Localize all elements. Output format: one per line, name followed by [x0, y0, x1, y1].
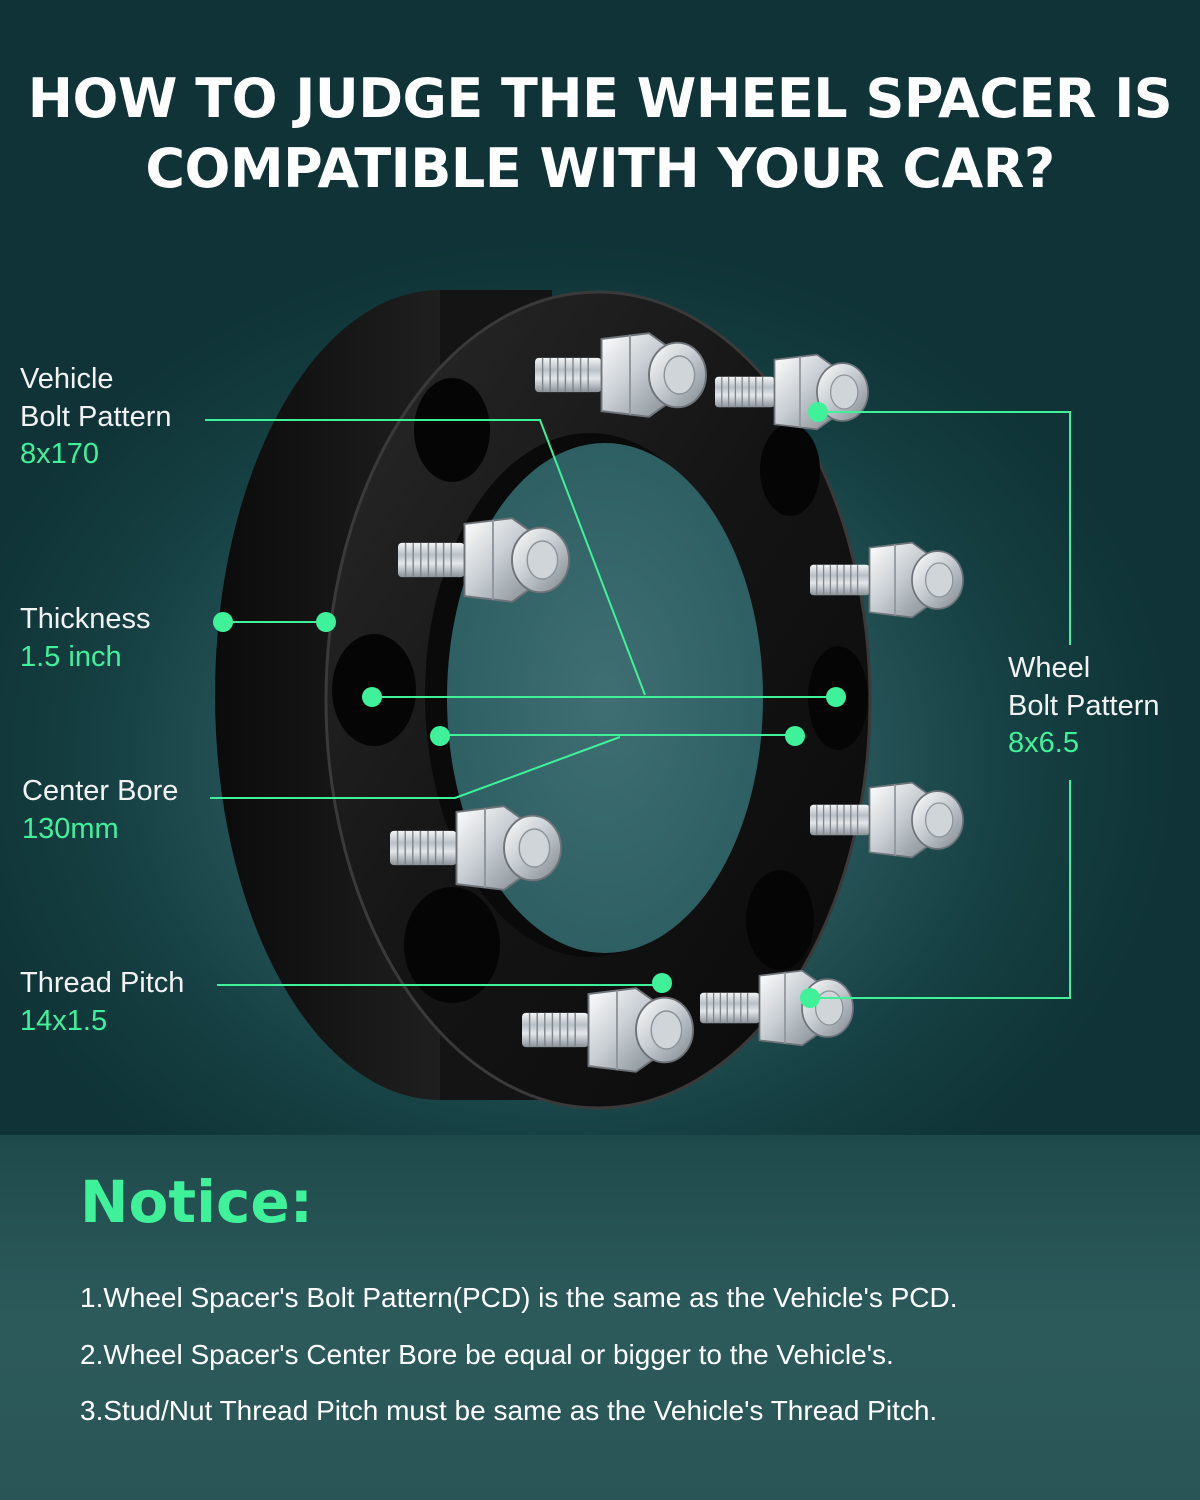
spec-label: Bolt Pattern: [20, 400, 172, 433]
notice-title: Notice:: [80, 1168, 313, 1236]
spec-label: Vehicle: [20, 363, 114, 395]
spec-label: Center Bore: [22, 775, 179, 807]
spec-value: 1.5 inch: [20, 640, 122, 673]
spec-value: 8x170: [20, 438, 100, 471]
spec-value: 130mm: [22, 812, 119, 845]
headline-line-2: COMPATIBLE WITH YOUR CAR?: [145, 137, 1055, 200]
notice-item: 1.Wheel Spacer's Bolt Pattern(PCD) is th…: [80, 1282, 958, 1313]
spec-label: Thread Pitch: [20, 967, 185, 999]
notice-panel: [0, 1135, 1200, 1500]
spec-thickness: Thickness 1.5 inch: [20, 601, 151, 676]
spec-value: 8x6.5: [1008, 727, 1079, 760]
callout-lines: [205, 411, 1071, 999]
spec-label: Bolt Pattern: [1008, 689, 1160, 722]
spec-label: Wheel: [1008, 652, 1091, 684]
spec-value: 14x1.5: [20, 1004, 108, 1037]
bolt-holes: [332, 378, 868, 1003]
spec-label: Thickness: [20, 603, 151, 635]
headline-line-1: HOW TO JUDGE THE WHEEL SPACER IS: [27, 67, 1173, 130]
notice-item: 3.Stud/Nut Thread Pitch must be same as …: [80, 1395, 938, 1426]
spec-thread-pitch: Thread Pitch 14x1.5: [20, 965, 184, 1040]
spec-center-bore: Center Bore 130mm: [22, 773, 178, 848]
notice-item: 2.Wheel Spacer's Center Bore be equal or…: [80, 1339, 894, 1370]
wheel-spacer-illustration: [205, 290, 1071, 1110]
spec-wheel-bolt-pattern: Wheel Bolt Pattern 8x6.5: [1008, 650, 1160, 763]
callout-dots: [213, 402, 846, 1008]
spec-vehicle-bolt-pattern: Vehicle Bolt Pattern 8x170: [20, 361, 172, 474]
